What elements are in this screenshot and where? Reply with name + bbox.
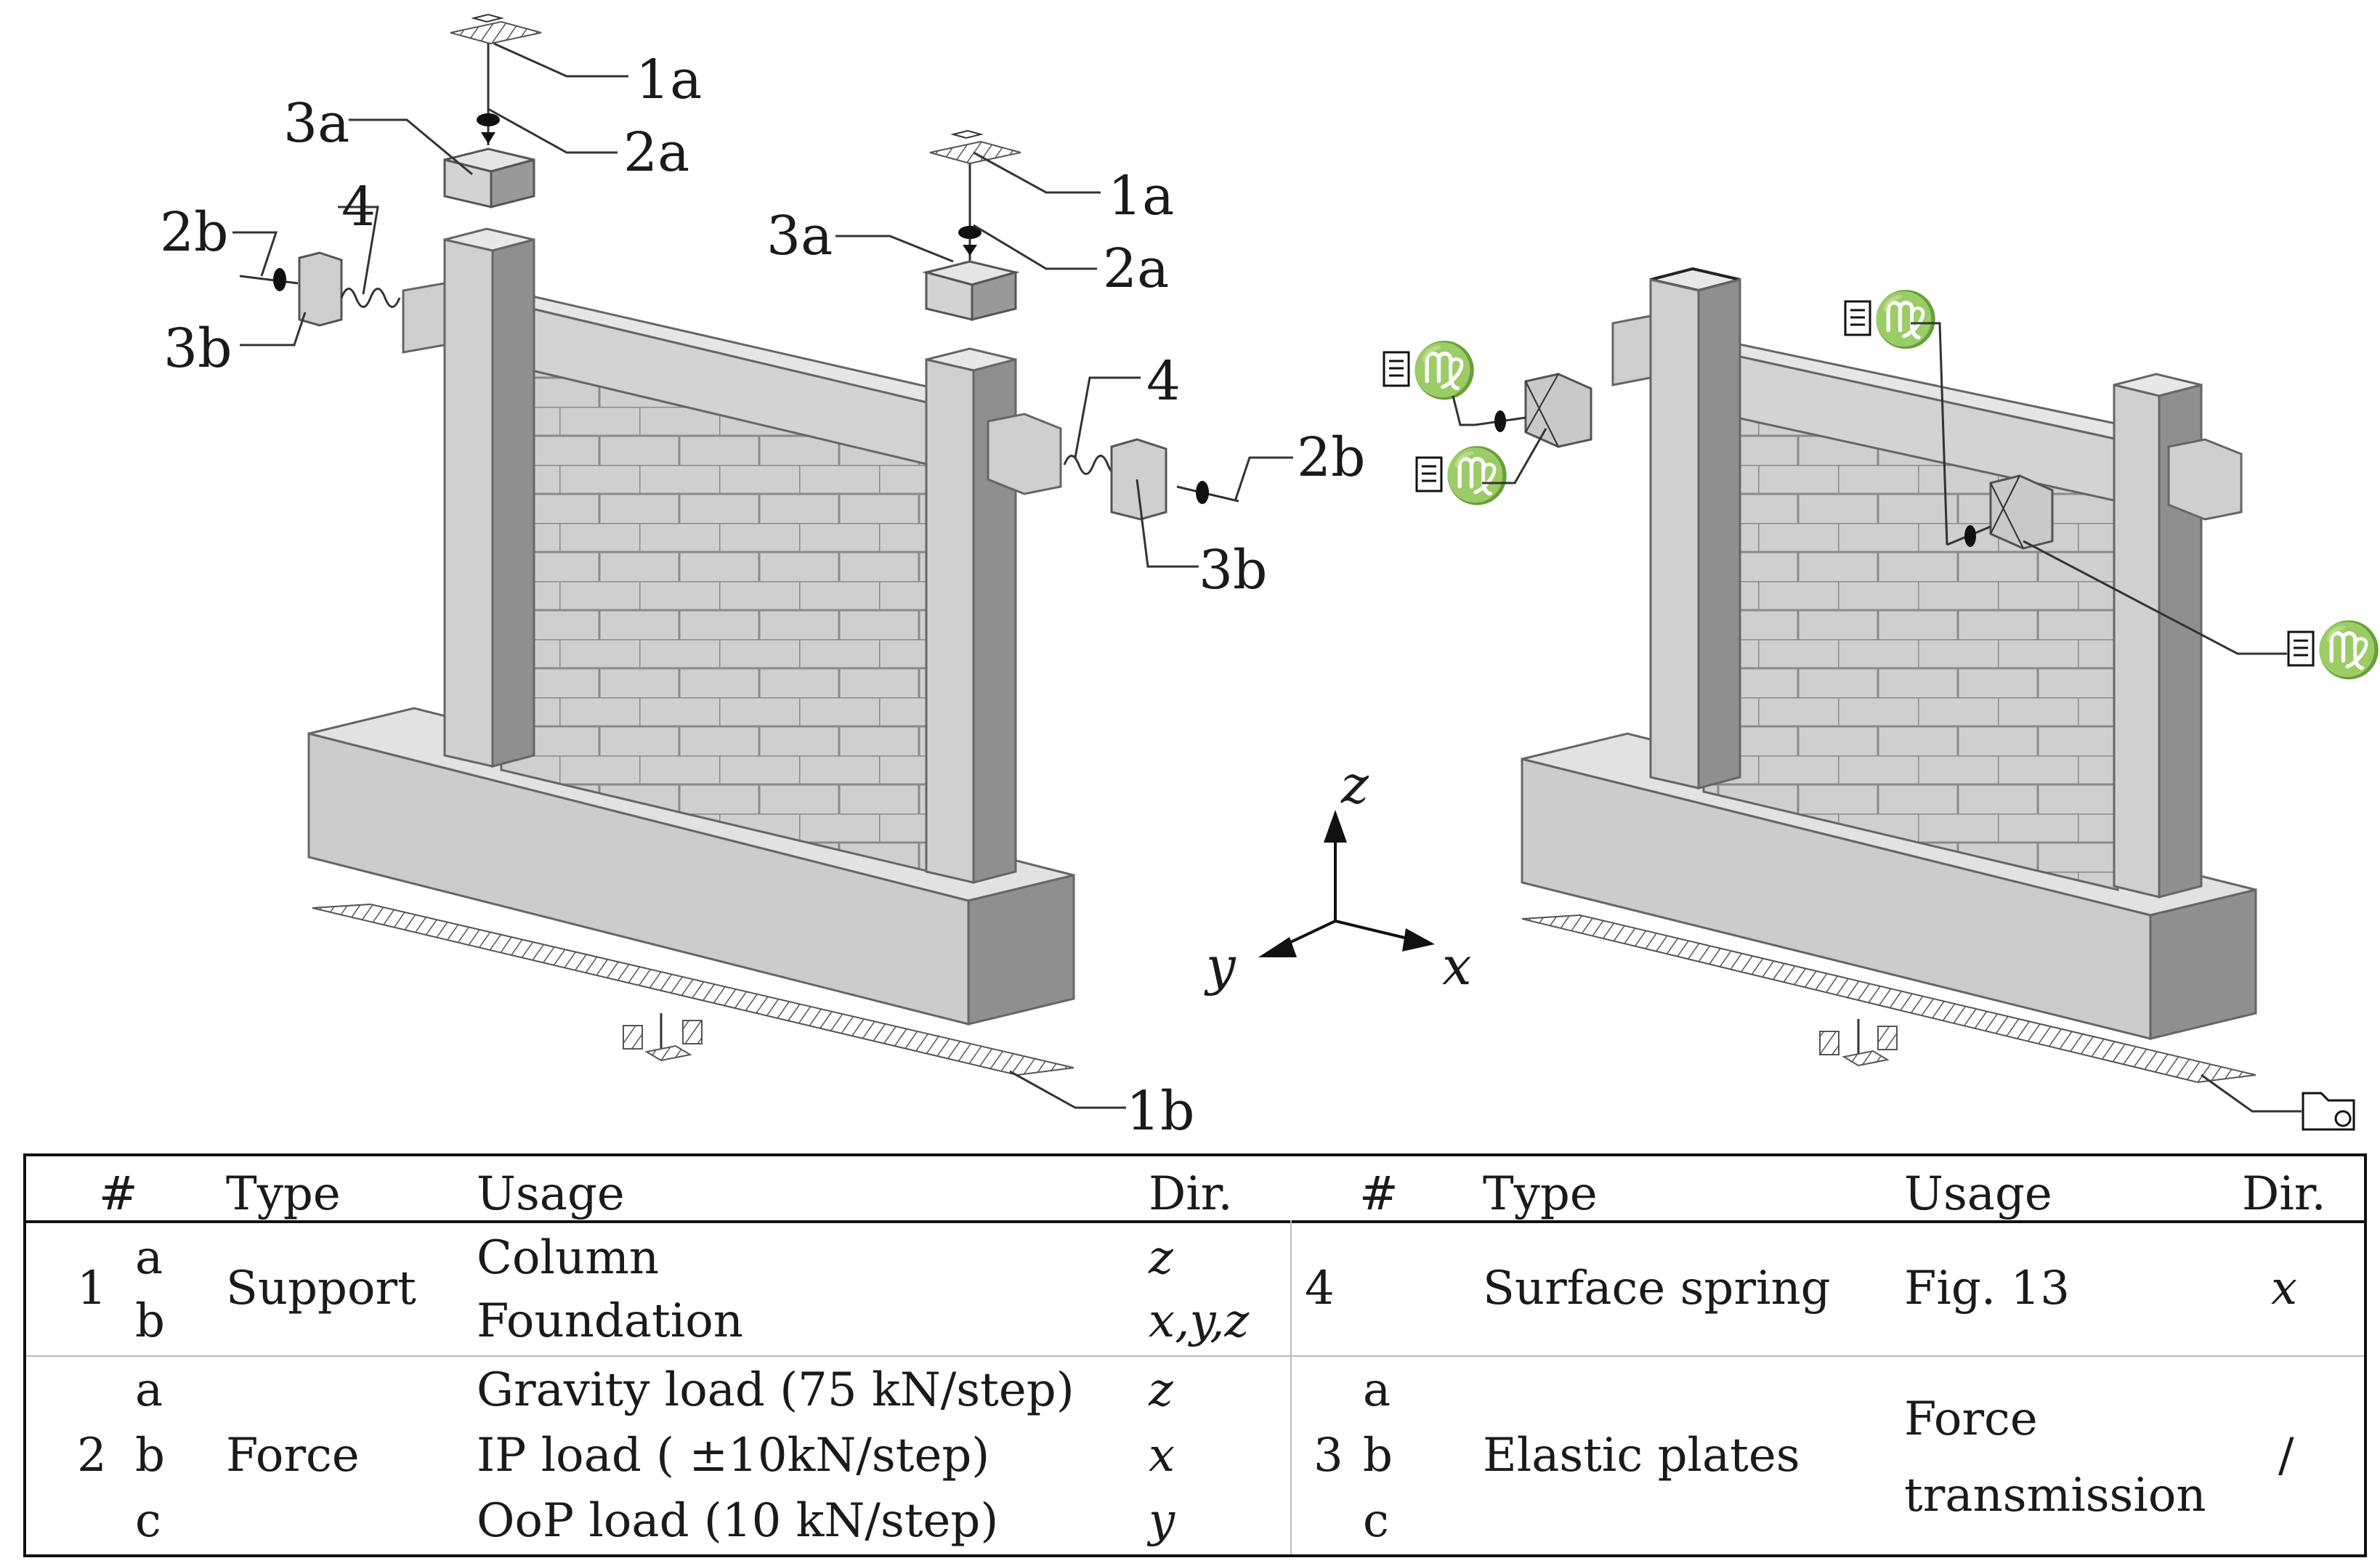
label-2b-right-column: 2b	[1297, 426, 1365, 489]
header-usage-left: Usage	[477, 1167, 625, 1221]
left-column-1-front	[443, 238, 494, 768]
row1-sub-a: a	[135, 1231, 163, 1285]
header-type-right: Type	[1483, 1167, 1598, 1221]
label-1a-right-column: 1a	[1108, 165, 1174, 227]
row3-dir: x	[2271, 1262, 2298, 1315]
document-icon	[1844, 300, 1871, 336]
row2-type: Force	[226, 1429, 360, 1482]
row4-dir: /	[2278, 1429, 2294, 1482]
left-column-2-stub	[987, 413, 1062, 495]
row3-usage: Fig. 13	[1904, 1262, 2070, 1315]
row4-type: Elastic plates	[1483, 1429, 1800, 1482]
document-icon	[1383, 351, 1410, 387]
left-column-1-side	[491, 238, 535, 768]
side-plate-right-wall	[1474, 373, 1592, 448]
label-3b-right-column: 3b	[1199, 539, 1267, 601]
row2-sub-a: a	[135, 1363, 163, 1417]
header-dir-right: Dir.	[2242, 1167, 2326, 1221]
label-4-left: 4	[341, 176, 376, 238]
label-3a-left: 3a	[283, 92, 349, 155]
label-2b-left: 2b	[160, 201, 228, 264]
label-3b-left: 3b	[163, 317, 232, 380]
row2-usage-a: Gravity load (75 kN/step)	[477, 1363, 1074, 1417]
row3-num: 4	[1305, 1262, 1335, 1315]
row2-dir-b: x	[1149, 1429, 1175, 1482]
folder-icon	[2302, 1092, 2355, 1131]
structural-model-diagram: 1a 2a 3a 2b 4 3b 1a 2a 3a 4 2b 3b 1b z x…	[160, 13, 2380, 1143]
support-1b-symbol	[623, 1013, 703, 1062]
document-icon	[2287, 630, 2315, 667]
virgo-symbol-icon: ♍	[2315, 619, 2380, 681]
left-wall-model	[239, 13, 1239, 1076]
row2-sub-b: b	[135, 1429, 165, 1482]
label-2a-left: 2a	[623, 121, 689, 184]
row1-usage-a: Column	[477, 1231, 660, 1285]
coordinate-axes: z x y	[1204, 754, 1472, 997]
row3-type: Surface spring	[1483, 1262, 1831, 1315]
row1-dir-b: x,y,z	[1149, 1294, 1250, 1348]
left-column-2-side	[972, 358, 1017, 884]
left-column-1-stub	[402, 282, 446, 354]
row2-usage-c: OoP load (10 kN/step)	[477, 1494, 999, 1548]
label-1b: 1b	[1126, 1080, 1194, 1143]
left-foundation-side	[967, 874, 1075, 1026]
support-1b-hatch	[312, 903, 1074, 1076]
legend-table: # Type Usage Dir. # Type Usage Dir. 1 a …	[23, 1153, 2367, 1557]
row2-usage-b: IP load ( ±10kN/step)	[477, 1429, 990, 1482]
row1-sub-b: b	[135, 1294, 165, 1348]
row4-usage-a: Force	[1904, 1392, 2038, 1446]
virgo-symbol-icon: ♍	[1444, 445, 1510, 507]
right-wall-model: ♍ ♍ ♍ ♍	[1383, 267, 2380, 1131]
header-type-left: Type	[226, 1167, 341, 1221]
oop-plate-right-wall	[1946, 474, 2054, 550]
row4-sub-c: c	[1363, 1494, 1389, 1548]
row2-dir-c: y	[1149, 1494, 1175, 1548]
header-num-right: #	[1359, 1167, 1399, 1221]
label-4-right-column: 4	[1146, 350, 1181, 413]
label-3a-right-column: 3a	[766, 205, 833, 267]
leader-lines-left	[232, 42, 1293, 1109]
row1-usage-b: Foundation	[477, 1294, 743, 1348]
right-column-load-assembly	[922, 129, 1021, 321]
axis-x-label: x	[1442, 936, 1472, 997]
row2-dir-a: z	[1149, 1363, 1173, 1417]
header-usage-right: Usage	[1904, 1167, 2052, 1221]
right-side-load-assembly	[1063, 438, 1239, 521]
row1-type: Support	[226, 1262, 416, 1315]
row2-num: 2	[77, 1429, 107, 1482]
header-num-left: #	[99, 1167, 138, 1221]
header-dir-left: Dir.	[1149, 1167, 1233, 1221]
row4-sub-b: b	[1363, 1429, 1393, 1482]
row1-num: 1	[77, 1262, 107, 1315]
row4-num: 3	[1314, 1429, 1343, 1482]
row1-dir-a: z	[1149, 1231, 1173, 1285]
row4-sub-a: a	[1363, 1363, 1391, 1417]
axis-z-label: z	[1340, 754, 1369, 815]
virgo-symbol-icon: ♍	[1872, 288, 1939, 351]
support-symbol-right	[1819, 1019, 1898, 1067]
row2-sub-c: c	[135, 1494, 161, 1548]
axis-y-label: y	[1204, 936, 1236, 997]
row4-usage-b: transmission	[1904, 1469, 2206, 1522]
left-column-load-assembly	[443, 13, 542, 208]
left-column-2-front	[925, 358, 975, 884]
document-icon	[1415, 456, 1443, 492]
virgo-symbol-icon: ♍	[1411, 339, 1478, 402]
left-side-load-assembly	[239, 251, 401, 327]
label-1a-left: 1a	[636, 49, 702, 111]
label-2a-right-column: 2a	[1103, 238, 1169, 300]
